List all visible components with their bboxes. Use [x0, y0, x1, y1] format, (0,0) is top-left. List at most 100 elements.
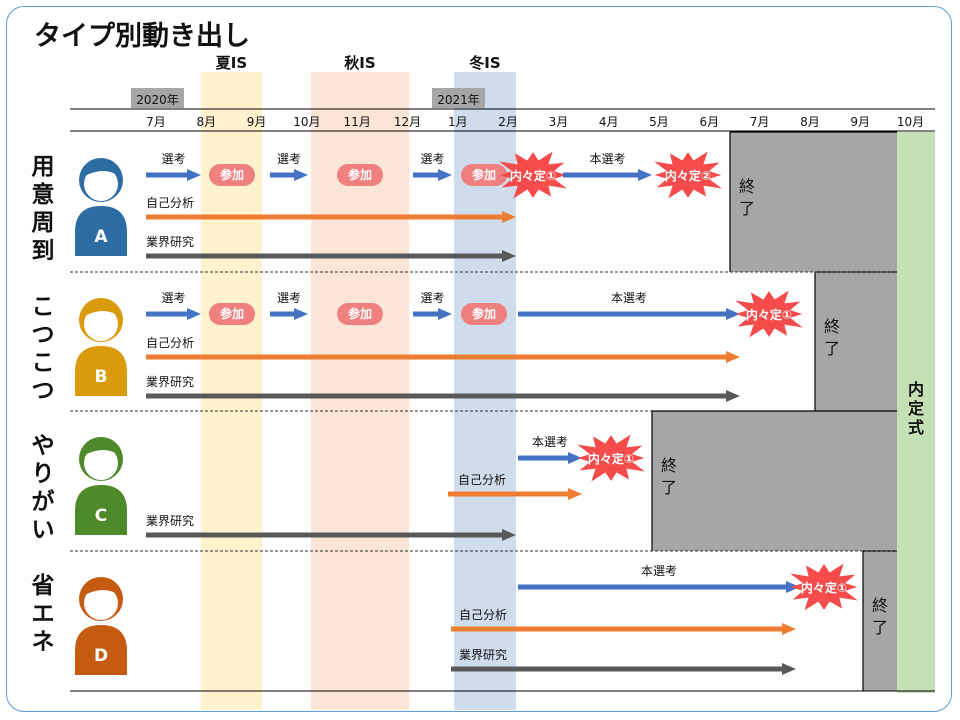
type-name-char: が	[32, 488, 55, 515]
type-name-char: つ	[32, 322, 55, 348]
internship-label: 冬IS	[469, 54, 500, 72]
timeline-arrow	[413, 308, 452, 320]
arrow-label: 業界研究	[146, 234, 194, 249]
person-face-icon	[84, 446, 118, 480]
participate-label: 参加	[348, 306, 372, 321]
timeline-arrow	[146, 529, 516, 541]
end-block	[815, 272, 897, 411]
person-body-icon	[75, 206, 127, 256]
end-label: 終	[824, 317, 840, 336]
person-body-icon	[75, 625, 127, 675]
participate-pill	[461, 164, 507, 186]
end-block	[730, 132, 897, 272]
offer-label: 内々定①	[801, 580, 847, 595]
timeline-arrow	[518, 581, 800, 593]
end-label: 了	[872, 618, 888, 637]
timeline-arrow	[451, 623, 796, 635]
end-label: 了	[661, 478, 677, 497]
person-hair-icon	[81, 584, 121, 597]
end-label: 終	[661, 456, 677, 475]
offer-starburst	[790, 563, 858, 611]
person-hair-icon	[81, 165, 121, 178]
internship-label: 夏IS	[215, 54, 247, 72]
timeline-arrow	[448, 488, 582, 500]
timeline-arrow	[518, 452, 582, 464]
timeline-arrow	[146, 390, 740, 402]
type-letter: D	[94, 646, 108, 666]
participate-pill	[461, 303, 507, 325]
year-label: 2021年	[437, 93, 480, 107]
type-name-char: ネ	[32, 629, 55, 655]
month-label: 1月	[448, 115, 468, 129]
timeline-arrow	[563, 169, 652, 181]
participate-pill	[337, 164, 383, 186]
end-block	[652, 411, 897, 551]
participate-pill	[337, 303, 383, 325]
month-label: 9月	[850, 115, 870, 129]
type-name-char: 用	[32, 154, 55, 180]
type-name-char: り	[32, 461, 55, 487]
year-box	[131, 88, 184, 108]
person-hair-icon	[81, 444, 121, 457]
timeline-arrow	[518, 308, 740, 320]
participate-label: 参加	[220, 167, 244, 182]
arrow-label: 選考	[277, 291, 301, 305]
type-name-char: こ	[32, 294, 55, 320]
arrow-label: 自己分析	[459, 608, 507, 622]
timeline-arrow	[451, 663, 796, 675]
internship-label: 秋IS	[344, 54, 375, 72]
month-label: 4月	[599, 115, 619, 129]
month-label: 6月	[699, 115, 719, 129]
type-name-char: エ	[32, 601, 55, 627]
end-label: 了	[824, 339, 840, 358]
end-label: 了	[739, 199, 755, 218]
arrow-label: 自己分析	[146, 196, 194, 210]
month-label: 9月	[247, 115, 267, 129]
end-label: 終	[739, 177, 755, 196]
type-name-char: つ	[32, 378, 55, 404]
month-label: 10月	[897, 115, 924, 129]
arrow-label: 選考	[420, 152, 444, 166]
month-label: 2月	[498, 115, 518, 129]
slide-frame	[6, 6, 952, 712]
participate-label: 参加	[348, 167, 372, 182]
ceremony-label: 式	[908, 418, 924, 437]
offer-starburst	[499, 151, 567, 199]
offer-label: 内々定①	[746, 307, 792, 322]
arrow-label: 自己分析	[458, 473, 506, 487]
ceremony-label: 定	[907, 399, 924, 418]
type-letter: B	[95, 367, 108, 387]
participate-label: 参加	[220, 306, 244, 321]
person-face-icon	[84, 167, 118, 201]
type-name-char: こ	[32, 350, 55, 376]
person-body-icon	[75, 346, 127, 396]
arrow-label: 本選考	[532, 435, 568, 449]
offer-label: 内々定②	[665, 168, 711, 183]
timeline-arrow	[146, 211, 516, 223]
participate-label: 参加	[472, 167, 496, 182]
timeline-arrow	[270, 169, 308, 181]
person-body-icon	[75, 485, 127, 535]
arrow-label: 業界研究	[146, 374, 194, 389]
type-name-char: 周	[32, 210, 55, 236]
arrow-label: 選考	[161, 291, 185, 305]
month-label: 7月	[750, 115, 770, 129]
year-label: 2020年	[136, 93, 179, 107]
arrow-label: 本選考	[611, 291, 647, 305]
type-letter: A	[94, 227, 108, 247]
slide-title: タイプ別動き出し	[34, 21, 250, 52]
arrow-label: 本選考	[641, 564, 677, 578]
type-name-char: い	[32, 517, 55, 543]
offer-label: 内々定①	[510, 168, 556, 183]
person-hair-icon	[81, 305, 121, 318]
type-name-char: 省	[31, 573, 55, 599]
timeline-arrow	[270, 308, 308, 320]
participate-label: 参加	[472, 306, 496, 321]
arrow-label: 業界研究	[459, 647, 507, 662]
arrow-label: 選考	[277, 152, 301, 166]
timeline-arrow	[146, 250, 516, 262]
participate-pill	[209, 303, 255, 325]
offer-starburst	[654, 151, 722, 199]
ceremony-block	[897, 132, 935, 693]
